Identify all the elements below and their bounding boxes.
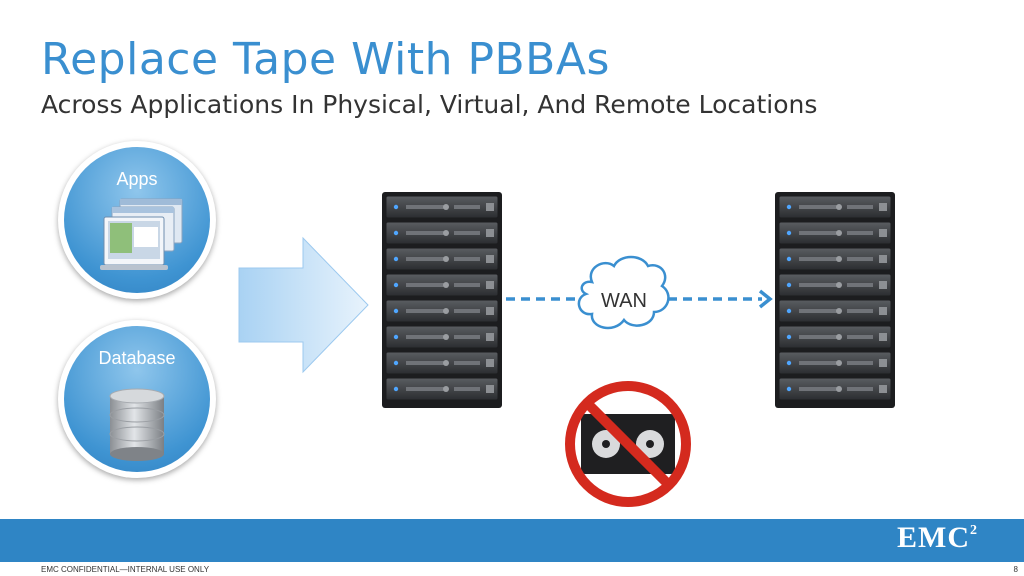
database-cylinder-icon — [109, 388, 165, 461]
slide-subtitle: Across Applications In Physical, Virtual… — [41, 90, 818, 119]
database-badge: Database — [58, 320, 216, 478]
footer-bar — [0, 519, 1024, 562]
cloud-icon — [577, 255, 670, 330]
arrow-right-icon — [238, 236, 369, 374]
apps-label: Apps — [116, 169, 158, 189]
page-number: 8 — [1013, 565, 1018, 574]
wan-label: WAN — [601, 290, 647, 312]
database-label: Database — [98, 348, 176, 368]
emc-logo: EMC2 — [897, 521, 978, 554]
slide-title: Replace Tape With PBBAs — [41, 34, 610, 85]
application-windows-icon — [100, 198, 183, 270]
arrowhead-icon — [758, 289, 773, 309]
apps-badge: Apps — [58, 141, 216, 299]
remote-server-rack-icon — [775, 192, 895, 408]
no-tape-icon — [565, 381, 691, 507]
diagram-layer — [238, 192, 895, 507]
server-rack-icon — [382, 192, 502, 408]
confidentiality-notice: EMC CONFIDENTIAL—INTERNAL USE ONLY — [41, 565, 210, 574]
